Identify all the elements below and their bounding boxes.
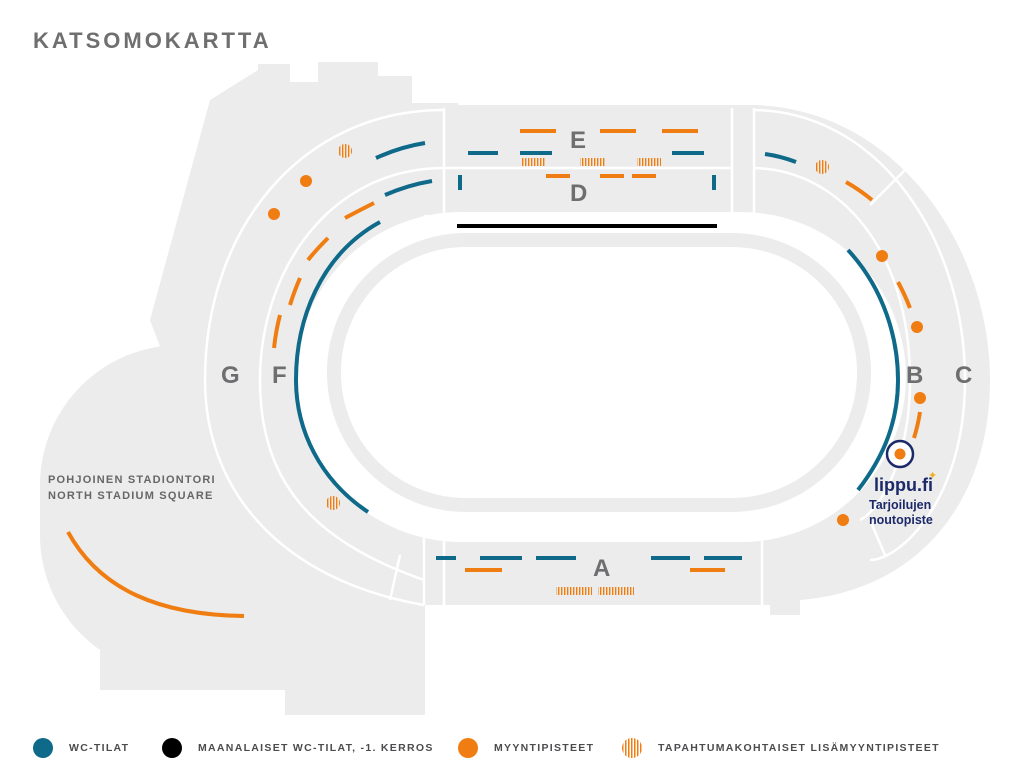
page-title: KATSOMOKARTTA — [33, 28, 272, 53]
square-label-en: NORTH STADIUM SQUARE — [48, 490, 214, 502]
pickup-label-line2: noutopiste — [869, 513, 933, 527]
sparkle-icon: ✦ — [928, 470, 937, 482]
legend: WC-TILAT MAANALAISET WC-TILAT, -1. KERRO… — [0, 734, 1024, 762]
black-dot-icon — [162, 738, 182, 758]
legend-label-underground-wc: MAANALAISET WC-TILAT, -1. KERROS — [198, 742, 434, 754]
section-label-b: B — [906, 362, 923, 389]
legend-item-wc: WC-TILAT — [33, 734, 129, 762]
blue-dot-icon — [33, 738, 53, 758]
wc-lines — [293, 141, 901, 560]
stadium-map: E D G F B C A POHJOINEN STADIONTORI NORT… — [40, 62, 990, 715]
square-label-fi: POHJOINEN STADIONTORI — [48, 474, 216, 486]
section-label-f: F — [272, 362, 287, 389]
section-label-c: C — [955, 362, 972, 389]
legend-item-underground-wc: MAANALAISET WC-TILAT, -1. KERROS — [162, 734, 434, 762]
section-label-a: A — [593, 555, 610, 582]
pickup-point: lippu.fi ✦ Tarjoilujen noutopiste — [869, 439, 937, 527]
north-stadium-square-label: POHJOINEN STADIONTORI NORTH STADIUM SQUA… — [48, 474, 216, 502]
sales-points — [268, 175, 926, 526]
lippu-logo: lippu.fi — [874, 475, 933, 495]
section-label-g: G — [221, 362, 240, 389]
playing-field — [296, 212, 906, 542]
sales-lines — [66, 129, 922, 618]
legend-label-sales: MYYNTIPISTEET — [494, 742, 595, 754]
legend-item-event-sales: TAPAHTUMAKOHTAISET LISÄMYYNTIPISTEET — [622, 734, 940, 762]
legend-label-wc: WC-TILAT — [69, 742, 130, 754]
legend-item-sales: MYYNTIPISTEET — [458, 734, 594, 762]
event-sales-points — [326, 144, 829, 595]
section-labels: E D G F B C A — [221, 127, 972, 582]
section-label-e: E — [570, 127, 586, 154]
section-label-d: D — [570, 180, 587, 207]
orange-dot-icon — [458, 738, 478, 758]
legend-label-event-sales: TAPAHTUMAKOHTAISET LISÄMYYNTIPISTEET — [658, 742, 940, 754]
pickup-label-line1: Tarjoilujen — [869, 498, 931, 512]
striped-dot-icon — [622, 738, 642, 758]
